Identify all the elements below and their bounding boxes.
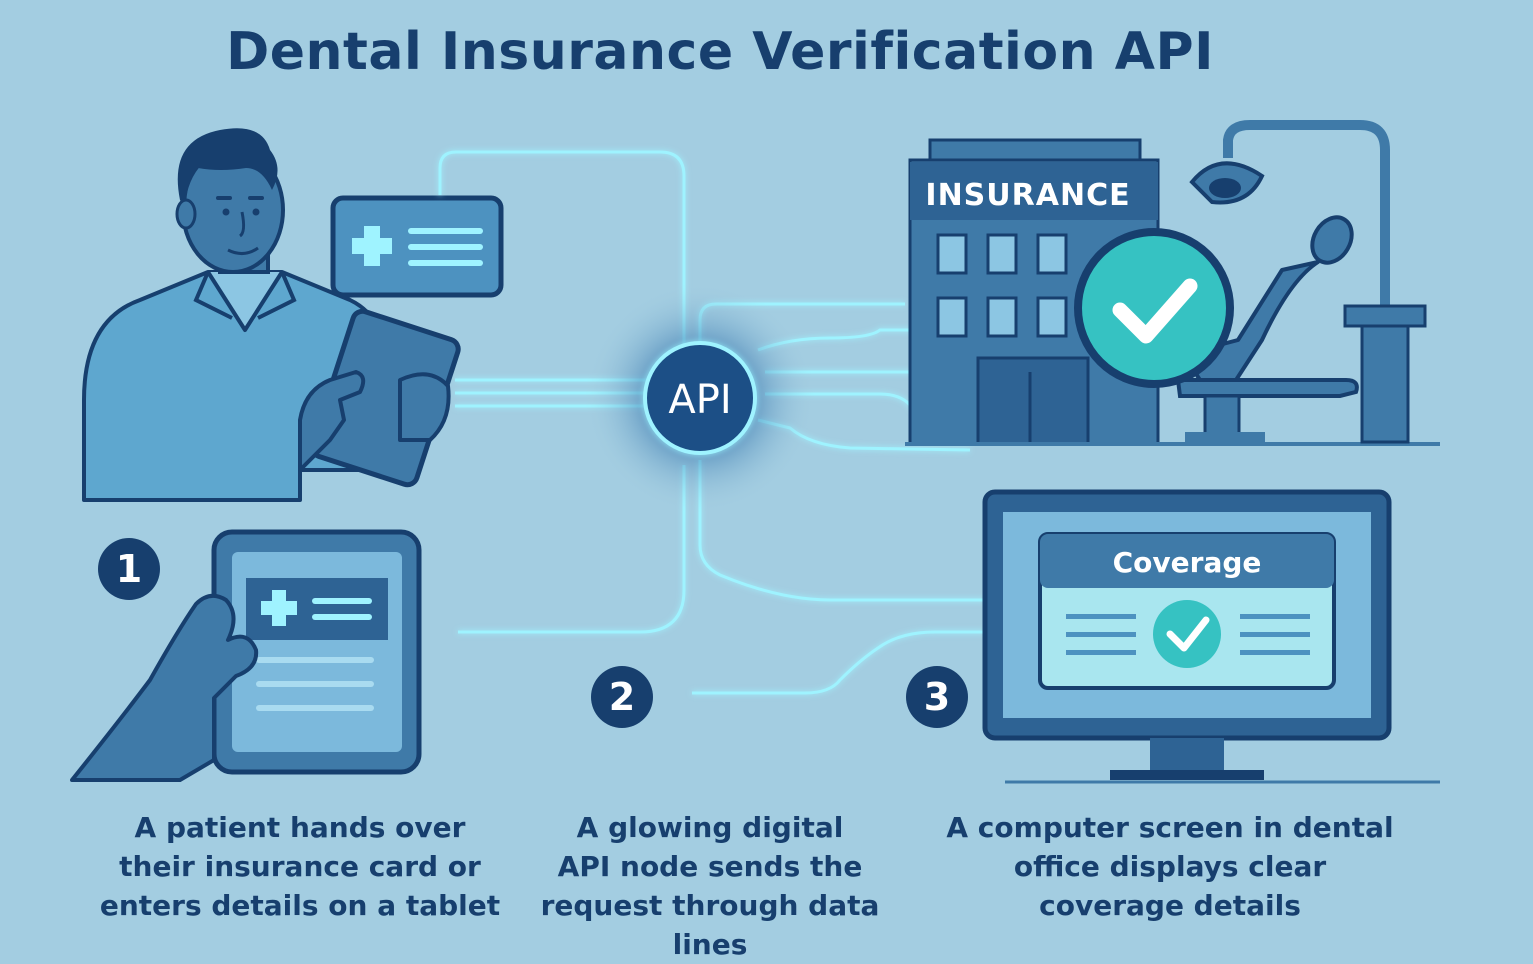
medical-cross-icon xyxy=(352,226,392,266)
api-node: API xyxy=(585,283,815,513)
step-2-badge: 2 xyxy=(591,666,653,728)
step-2-caption: A glowing digital API node sends the req… xyxy=(540,811,880,961)
page-title: Dental Insurance Verification API xyxy=(226,22,1214,82)
monitor-heading: Coverage xyxy=(1113,546,1262,579)
patient-figure xyxy=(82,128,461,502)
step-1-badge: 1 xyxy=(98,538,160,600)
hand-holding-tablet xyxy=(70,593,259,782)
api-node-label: API xyxy=(668,377,731,423)
checkmark-icon xyxy=(1112,278,1198,344)
monitor-icon: Coverage xyxy=(982,489,1440,784)
step-3-badge: 3 xyxy=(906,666,968,728)
step-1-caption: A patient hands over their insurance car… xyxy=(99,811,501,922)
dental-chair-icon xyxy=(1175,215,1427,444)
dental-lamp-icon xyxy=(1189,120,1390,440)
verified-badge xyxy=(1074,228,1234,388)
step-3-caption: A computer screen in dental office displ… xyxy=(946,811,1394,922)
insurance-card-icon xyxy=(330,195,504,298)
building-sign: INSURANCE xyxy=(925,178,1130,213)
